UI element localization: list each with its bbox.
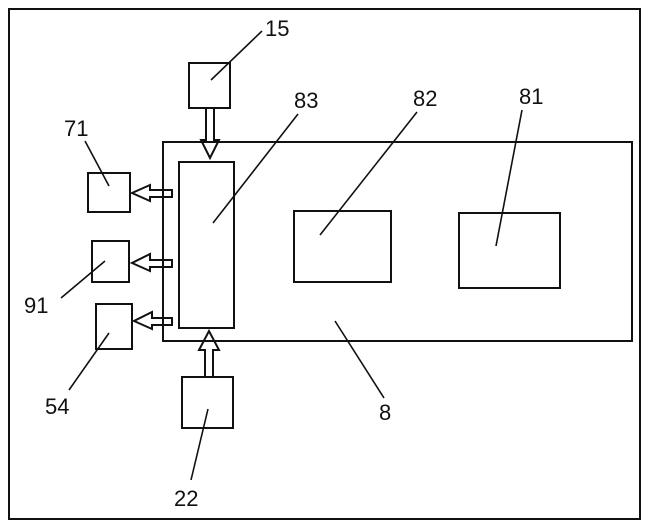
arrow-15-to-83 [199,108,221,161]
leader-91 [60,260,106,299]
outer-frame [8,8,641,520]
label-22: 22 [174,486,198,511]
leader-71 [84,140,110,187]
component-22 [181,376,234,429]
label-8: 8 [379,400,391,425]
label-81: 81 [519,84,543,109]
leader-15 [210,30,263,81]
label-82: 82 [413,86,437,111]
leader-83 [212,113,299,224]
component-54 [95,303,133,350]
leader-82 [319,111,418,236]
component-91 [91,240,130,283]
label-83: 83 [294,88,318,113]
module-83 [178,161,235,329]
component-15 [188,62,231,109]
arrow-22-to-83 [197,328,221,377]
label-15: 15 [265,16,289,41]
leader-22 [190,408,209,481]
label-54: 54 [45,394,69,419]
arrow-83-to-54 [131,310,173,331]
leader-8 [334,320,385,399]
label-71: 71 [64,116,88,141]
component-71 [87,172,131,213]
module-81 [458,212,561,289]
arrow-83-to-71 [129,183,173,203]
module-82 [293,210,392,283]
leader-54 [68,332,110,391]
leader-81 [495,109,523,247]
label-91: 91 [24,293,48,318]
arrow-83-to-91 [129,252,173,273]
